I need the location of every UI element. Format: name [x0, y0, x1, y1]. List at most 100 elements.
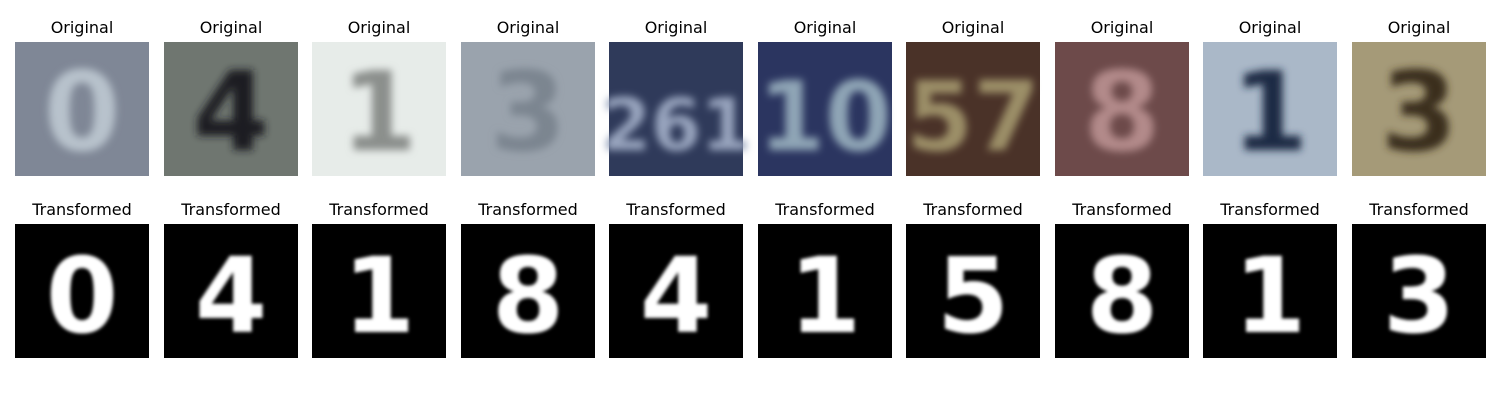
- digit-image: 0: [15, 224, 149, 358]
- digit-image: 8: [1055, 224, 1189, 358]
- digit-image: 4: [164, 42, 298, 176]
- digit-image: 3: [1352, 224, 1486, 358]
- tile-background: [312, 42, 446, 176]
- digit-image: 3: [461, 42, 595, 176]
- digit-image: 3: [1352, 42, 1486, 176]
- digit-image-svg: 8: [1055, 42, 1189, 176]
- panel-title: Original: [199, 18, 263, 37]
- digit-image: 8: [461, 224, 595, 358]
- panel-title: Transformed: [626, 200, 726, 219]
- transformed-panel: Transformed 8: [1055, 200, 1189, 360]
- digit-image: 1: [758, 224, 892, 358]
- digit-glyph: 0: [46, 235, 118, 357]
- digit-glyph: 3: [1383, 235, 1455, 357]
- digit-glyph: 1: [343, 235, 415, 357]
- digit-image-svg: 4: [164, 224, 298, 358]
- tile-background: [461, 42, 595, 176]
- panel-title: Original: [1090, 18, 1154, 37]
- panel-title: Transformed: [775, 200, 875, 219]
- tile-background: [164, 224, 298, 358]
- digit-image-svg: 8: [461, 224, 595, 358]
- digit-image-svg: 4: [609, 224, 743, 358]
- digit-glyph: 1: [789, 235, 861, 357]
- digit-image-svg: 5: [906, 224, 1040, 358]
- tile-background: [312, 224, 446, 358]
- tile-background: [1203, 42, 1337, 176]
- digit-image: 1: [312, 224, 446, 358]
- digit-glyph: 8: [492, 235, 564, 357]
- original-panel: Original 1: [1203, 18, 1337, 178]
- transformed-panel: Transformed 1: [1203, 200, 1337, 360]
- original-panel: Original 3: [1352, 18, 1486, 178]
- digit-image-svg: 3: [1352, 42, 1486, 176]
- tile-background: [1055, 224, 1189, 358]
- digit-glyph: 5: [937, 235, 1009, 357]
- tile-background: [758, 224, 892, 358]
- digit-image-svg: 1: [312, 224, 446, 358]
- digit-image-svg: 1: [1203, 42, 1337, 176]
- digit-glyph: 1: [1232, 48, 1309, 176]
- tile-background: [609, 224, 743, 358]
- panel-title: Original: [644, 18, 708, 37]
- transformed-panel: Transformed 1: [312, 200, 446, 360]
- digit-glyph: 4: [640, 235, 712, 357]
- digit-glyph: 1: [341, 48, 418, 176]
- digit-glyph: 0: [44, 48, 121, 176]
- digit-image-svg: 3: [1352, 224, 1486, 358]
- digit-image: 261: [601, 42, 751, 176]
- digit-image: 1: [1203, 224, 1337, 358]
- digit-glyph: 3: [1381, 48, 1458, 176]
- tile-background: [758, 42, 892, 176]
- digit-glyph: 3: [490, 48, 567, 176]
- digit-image: 1: [1203, 42, 1337, 176]
- original-panel: Original 3: [461, 18, 595, 178]
- digit-glyph: 4: [195, 235, 267, 357]
- digit-image-svg: 261: [601, 42, 751, 176]
- tile-background: [609, 42, 743, 176]
- digit-image: 5: [906, 224, 1040, 358]
- digit-image-svg: 3: [461, 42, 595, 176]
- digit-image: 0: [15, 42, 149, 176]
- tile-background: [164, 42, 298, 176]
- digit-image: 8: [1055, 42, 1189, 176]
- digit-glyph: 8: [1084, 48, 1161, 176]
- digit-image-svg: 1: [1203, 224, 1337, 358]
- transformed-panel: Transformed 4: [609, 200, 743, 360]
- panel-title: Original: [1387, 18, 1451, 37]
- panel-title: Original: [793, 18, 857, 37]
- tile-background: [1055, 42, 1189, 176]
- panel-title: Transformed: [478, 200, 578, 219]
- digit-image: 4: [164, 224, 298, 358]
- digit-image-svg: 57: [906, 42, 1040, 176]
- panel-title: Transformed: [329, 200, 429, 219]
- transformed-panel: Transformed 1: [758, 200, 892, 360]
- panel-title: Transformed: [181, 200, 281, 219]
- panel-title: Original: [1238, 18, 1302, 37]
- original-panel: Original 8: [1055, 18, 1189, 178]
- panel-title: Original: [496, 18, 560, 37]
- tile-background: [1352, 42, 1486, 176]
- digit-image: 1: [312, 42, 446, 176]
- original-panel: Original 4: [164, 18, 298, 178]
- digit-image: 57: [906, 42, 1040, 176]
- tile-background: [15, 224, 149, 358]
- digit-glyph: 4: [193, 48, 270, 176]
- panel-title: Transformed: [1220, 200, 1320, 219]
- digit-image-svg: 1: [758, 224, 892, 358]
- tile-background: [15, 42, 149, 176]
- digit-image-svg: 1: [312, 42, 446, 176]
- digit-glyph: 1: [1234, 235, 1306, 357]
- digit-image-svg: 8: [1055, 224, 1189, 358]
- original-panel: Original 261: [601, 18, 751, 178]
- digit-image-svg: 4: [164, 42, 298, 176]
- tile-background: [1352, 224, 1486, 358]
- panel-title: Transformed: [1072, 200, 1172, 219]
- tile-background: [906, 224, 1040, 358]
